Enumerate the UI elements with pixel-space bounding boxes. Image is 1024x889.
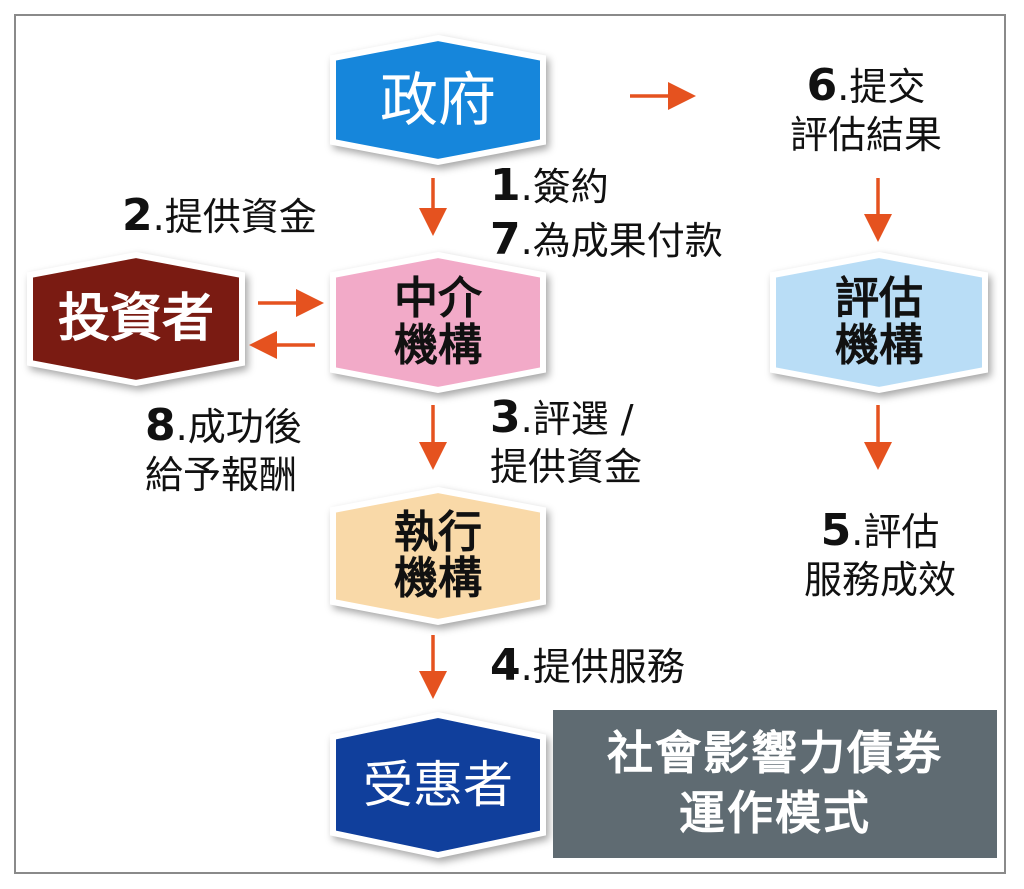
node-beneficiary: 受惠者 — [330, 711, 546, 859]
step-text: 提交 — [849, 65, 926, 109]
step-text: 提供服務 — [532, 645, 685, 689]
node-government: 政府 — [330, 34, 546, 166]
node-evaluator: 評估 機構 — [770, 251, 988, 394]
title-line: 社會影響力債券 — [607, 726, 943, 781]
node-label-line: 機構 — [394, 553, 482, 604]
step-2-label: 2.提供資金 — [122, 190, 317, 241]
node-label-line: 機構 — [835, 319, 923, 371]
step-4-label: 4.提供服務 — [490, 640, 685, 691]
step-number: 2 — [122, 190, 153, 241]
step-text: 服務成效 — [803, 557, 956, 602]
frame-border — [14, 14, 1006, 874]
diagram-title: 社會影響力債券 運作模式 — [553, 710, 997, 858]
step-number: 7 — [490, 214, 521, 265]
step-number: 3 — [490, 392, 521, 443]
step-text: 給予報酬 — [145, 452, 298, 497]
node-label-line: 中介 — [394, 273, 482, 325]
step-text: 簽約 — [532, 165, 609, 209]
step-number: 5 — [820, 505, 852, 556]
step-7-label: 7.為成果付款 — [490, 214, 723, 265]
step-number: 1 — [490, 160, 521, 211]
step-text: 評選 / — [532, 397, 634, 441]
step-8-label: 8.成功後 給予報酬 — [145, 400, 302, 497]
title-line: 運作模式 — [679, 786, 871, 840]
step-1-label: 1.簽約 — [490, 160, 609, 211]
node-label-line: 機構 — [394, 319, 482, 371]
step-text: 成功後 — [187, 405, 302, 449]
step-text: 評估結果 — [790, 112, 943, 157]
step-text: 提供資金 — [490, 444, 643, 489]
node-intermediary: 中介 機構 — [330, 251, 546, 394]
node-executor: 執行 機構 — [330, 486, 546, 626]
step-number: 6 — [806, 60, 838, 111]
step-5-label: 5.評估 服務成效 — [803, 505, 956, 602]
step-3-label: 3.評選 / 提供資金 — [490, 392, 643, 489]
step-6-label: 6.提交 評估結果 — [790, 60, 943, 157]
node-label-line: 執行 — [394, 506, 482, 558]
step-number: 8 — [145, 400, 176, 451]
node-investor: 投資者 — [27, 251, 245, 387]
step-text: 評估 — [863, 510, 940, 554]
step-text: 為成果付款 — [532, 219, 723, 263]
node-label-line: 評估 — [835, 273, 923, 325]
step-text: 提供資金 — [164, 195, 317, 239]
step-number: 4 — [490, 640, 521, 691]
